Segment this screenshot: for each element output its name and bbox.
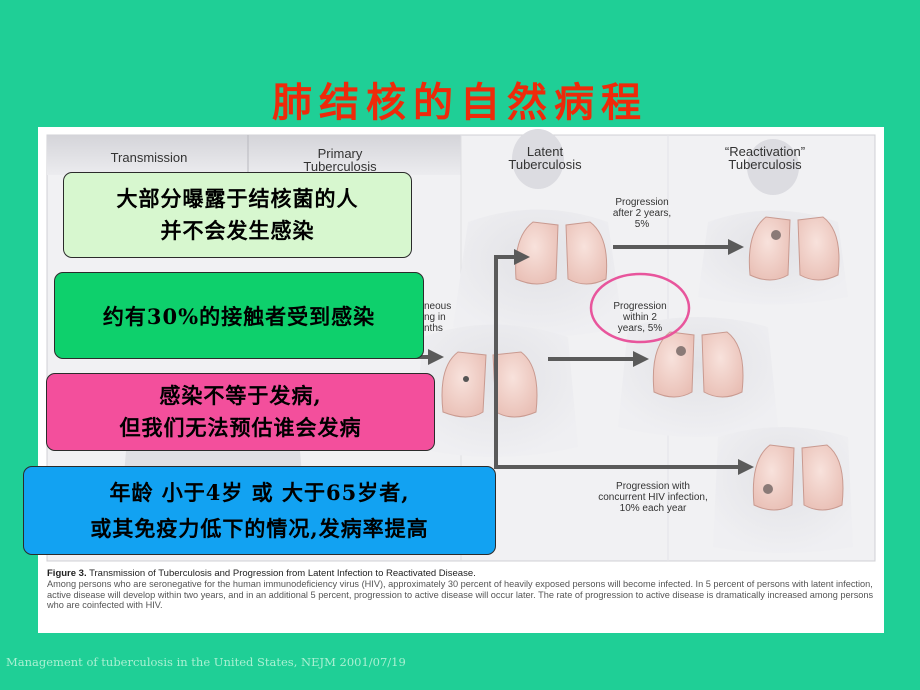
progression-after-label: Progression after 2 years, 5% xyxy=(613,197,671,230)
stage-primary: Primary xyxy=(318,146,363,161)
svg-text:Progression: Progression xyxy=(615,197,668,208)
caption-figure-number: Figure 3. xyxy=(47,568,87,579)
callout-3-line-2: 但我们无法预估谁会发病 xyxy=(119,415,362,440)
svg-text:years, 5%: years, 5% xyxy=(618,323,663,334)
svg-text:ng in: ng in xyxy=(424,312,446,323)
lungs-latent xyxy=(441,351,538,418)
callout-4-line-2: 或其免疫力低下的情况,发病率提高 xyxy=(90,515,429,541)
svg-text:nths: nths xyxy=(424,323,443,334)
figure-caption: Figure 3. Transmission of Tuberculosis a… xyxy=(47,568,877,611)
callout-4-line-1: 年龄 小于4岁 或 大于65岁者, xyxy=(109,479,410,505)
svg-text:Progression: Progression xyxy=(613,301,666,312)
svg-text:neous: neous xyxy=(424,301,451,312)
slide-title: 肺结核的自然病程 xyxy=(272,79,648,126)
stage-reactivation: “Reactivation” xyxy=(725,144,805,159)
highlight-circle xyxy=(589,272,691,344)
callout-high-risk-groups: 年龄 小于4岁 或 大于65岁者, 或其免疫力低下的情况,发病率提高 xyxy=(23,466,496,555)
lungs-progression-after xyxy=(515,221,608,285)
source-citation: Management of tuberculosis in the United… xyxy=(6,655,406,669)
callout-not-infected: 大部分曝露于结核菌的人 并不会发生感染 xyxy=(63,172,412,258)
stage-header-band xyxy=(47,135,461,175)
partial-obscured-label: neous ng in nths xyxy=(424,301,451,334)
callout-3-line-1: 感染不等于发病, xyxy=(159,383,322,408)
lungs-reactivation-top xyxy=(748,216,840,281)
caption-title: Transmission of Tuberculosis and Progres… xyxy=(89,568,476,579)
svg-text:10% each year: 10% each year xyxy=(620,503,687,514)
stage-transmission: Transmission xyxy=(111,150,188,165)
caption-body: Among persons who are seronegative for t… xyxy=(47,579,874,611)
stage-latent-2: Tuberculosis xyxy=(508,157,582,172)
lungs-progression-hiv xyxy=(752,444,844,511)
callout-2-text: 约有30%的接触者受到感染 xyxy=(102,303,376,329)
callout-infection-not-disease: 感染不等于发病, 但我们无法预估谁会发病 xyxy=(46,373,435,451)
stage-reactivation-2: Tuberculosis xyxy=(728,157,802,172)
stage-primary-2: Tuberculosis xyxy=(303,159,377,174)
callout-1-line-2: 并不会发生感染 xyxy=(160,218,315,243)
arrow-heads xyxy=(428,239,754,475)
callout-30-percent-infected: 约有30%的接触者受到感染 xyxy=(54,272,424,359)
stage-latent: Latent xyxy=(527,144,564,159)
svg-text:concurrent HIV infection,: concurrent HIV infection, xyxy=(598,492,708,503)
progression-within-label: Progression within 2 years, 5% xyxy=(613,301,666,334)
progression-hiv-label: Progression with concurrent HIV infectio… xyxy=(598,481,708,514)
svg-text:within 2: within 2 xyxy=(622,312,657,323)
svg-text:Progression with: Progression with xyxy=(616,481,690,492)
callout-1-line-1: 大部分曝露于结核菌的人 xyxy=(116,186,359,211)
lungs-progression-within xyxy=(652,331,744,398)
svg-text:5%: 5% xyxy=(635,219,650,230)
svg-text:after 2 years,: after 2 years, xyxy=(613,208,671,219)
